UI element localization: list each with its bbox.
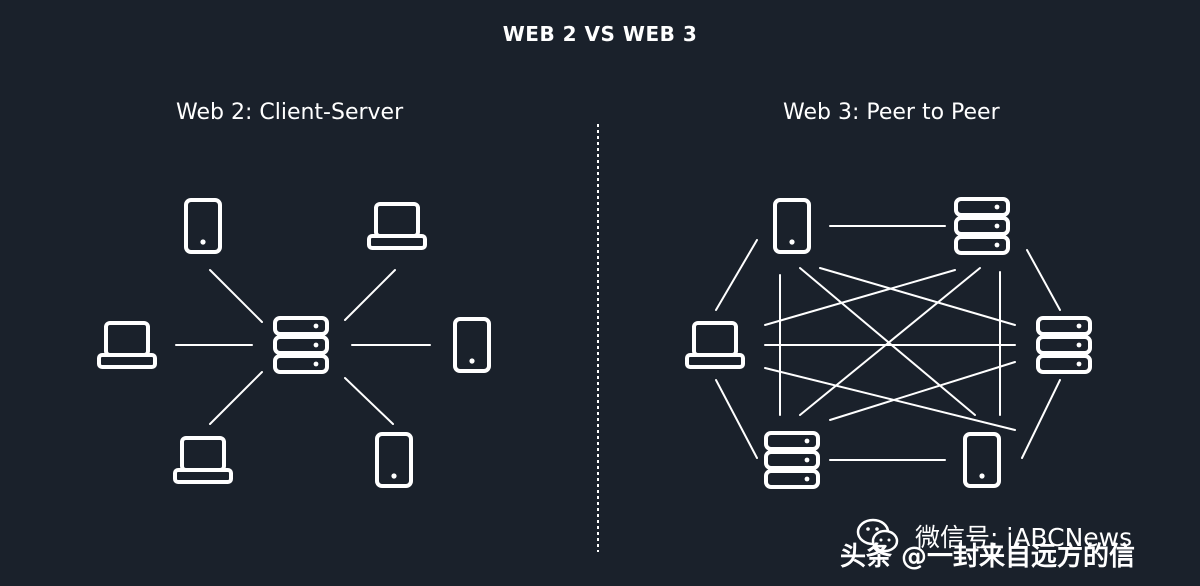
web3-heading: Web 3: Peer to Peer bbox=[783, 100, 1000, 125]
phone-icon bbox=[184, 198, 222, 254]
link-line bbox=[344, 269, 396, 321]
server-icon bbox=[273, 316, 329, 374]
link-line bbox=[1026, 249, 1061, 311]
page-title: WEB 2 VS WEB 3 bbox=[502, 22, 698, 46]
server-icon bbox=[764, 431, 820, 489]
link-line bbox=[209, 269, 263, 323]
phone-icon bbox=[375, 432, 413, 488]
server-icon bbox=[1036, 316, 1092, 374]
laptop-icon bbox=[685, 321, 745, 369]
web2-heading: Web 2: Client-Server bbox=[176, 100, 404, 125]
watermark-toutiao: 头条 @一封来自远方的信 bbox=[840, 542, 1136, 572]
link-line bbox=[715, 379, 758, 459]
server-icon bbox=[954, 197, 1010, 255]
laptop-icon bbox=[97, 321, 157, 369]
laptop-icon bbox=[367, 202, 427, 250]
link-line bbox=[344, 377, 394, 425]
web2-links bbox=[175, 269, 431, 425]
link-line bbox=[829, 361, 1016, 421]
watermark-wechat-id: 微信号: iABCNews bbox=[915, 523, 1133, 552]
laptop-icon bbox=[173, 436, 233, 484]
web3-links bbox=[715, 225, 1061, 461]
link-line bbox=[764, 269, 956, 326]
link-line bbox=[819, 267, 1016, 326]
phone-icon bbox=[773, 198, 811, 254]
link-line bbox=[799, 267, 976, 416]
link-line bbox=[209, 371, 263, 425]
link-line bbox=[764, 367, 1016, 431]
phone-icon bbox=[963, 432, 1001, 488]
wechat-icon bbox=[856, 518, 899, 553]
link-line bbox=[715, 239, 758, 311]
link-line bbox=[1021, 379, 1061, 459]
link-line bbox=[799, 267, 981, 416]
phone-icon bbox=[453, 317, 491, 373]
